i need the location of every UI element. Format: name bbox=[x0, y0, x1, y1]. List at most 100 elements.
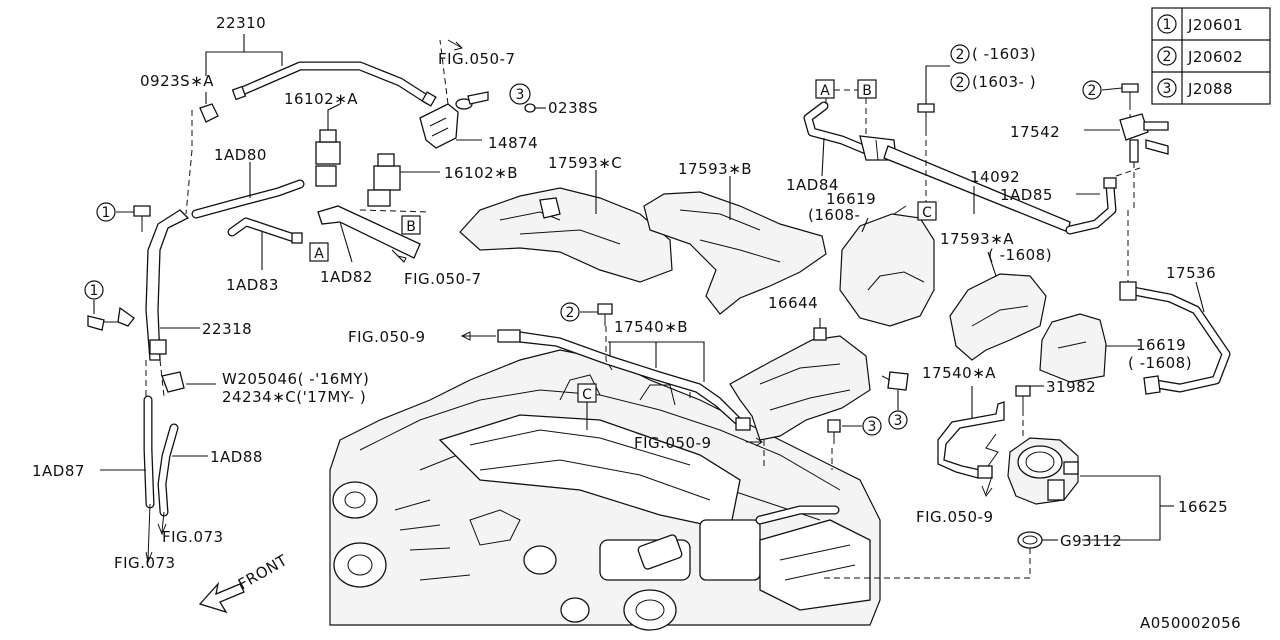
legend-code-2: J20602 bbox=[1187, 48, 1243, 66]
gasket-g93112 bbox=[820, 531, 1058, 579]
bolt-circle1-upper bbox=[96, 202, 151, 232]
label-24234-c: 24234∗C('17MY- ) bbox=[222, 388, 366, 406]
hose-1ad80 bbox=[191, 162, 305, 219]
label-fig050-7-top: FIG.050-7 bbox=[438, 50, 516, 68]
label-1ad84: 1AD84 bbox=[786, 176, 839, 194]
hose-1ad84 bbox=[803, 98, 897, 177]
label-14874: 14874 bbox=[488, 134, 538, 152]
clip-w205046 bbox=[161, 371, 216, 393]
label-fig050-9-right: FIG.050-9 bbox=[916, 508, 994, 526]
ref-box-c-center: C bbox=[582, 387, 592, 403]
label-22318: 22318 bbox=[202, 320, 252, 338]
ref-box-c-right: C bbox=[922, 205, 932, 221]
legend-code-1: J20601 bbox=[1187, 16, 1243, 34]
heat-shield-16644 bbox=[729, 318, 871, 470]
label-1608-b: ( -1608) bbox=[988, 246, 1052, 264]
bracket-14874 bbox=[419, 39, 546, 149]
label-16644: 16644 bbox=[768, 294, 818, 312]
hose-1ad82 bbox=[317, 205, 421, 263]
label-2-1603-plus: (1603- ) bbox=[972, 73, 1036, 91]
callout-2-b: 2 bbox=[956, 75, 965, 91]
label-17593-c: 17593∗C bbox=[548, 154, 622, 172]
clip-0923s bbox=[199, 92, 219, 123]
label-31982: 31982 bbox=[1046, 378, 1096, 396]
cover-16619-right bbox=[1039, 313, 1140, 383]
label-1ad87: 1AD87 bbox=[32, 462, 85, 480]
pipe-22318 bbox=[145, 110, 200, 397]
label-1ad88: 1AD88 bbox=[210, 448, 263, 466]
valve-16102b bbox=[359, 153, 440, 213]
callout-2-center: 2 bbox=[566, 305, 575, 321]
pipe-17536 bbox=[1119, 210, 1231, 395]
throttle-body-16625 bbox=[1007, 437, 1174, 541]
legend-code-3: J2088 bbox=[1187, 80, 1233, 98]
label-17536: 17536 bbox=[1166, 264, 1216, 282]
callout-2-a: 2 bbox=[956, 47, 965, 63]
callout-3-right: 3 bbox=[894, 413, 903, 429]
legend-num-2: 2 bbox=[1163, 49, 1172, 65]
label-2-minus-1603: ( -1603) bbox=[972, 45, 1036, 63]
label-0238s: 0238S bbox=[548, 99, 598, 117]
ref-box-a-right: A bbox=[820, 83, 830, 99]
label-fig050-7-lower: FIG.050-7 bbox=[404, 270, 482, 288]
cover-17593b bbox=[643, 176, 827, 315]
label-0923s-a: 0923S∗A bbox=[140, 72, 214, 90]
hose-1ad83 bbox=[227, 217, 303, 270]
label-14092: 14092 bbox=[970, 168, 1020, 186]
label-22310: 22310 bbox=[216, 14, 266, 32]
ref-box-b-left: B bbox=[406, 219, 416, 235]
label-16102-b: 16102∗B bbox=[444, 164, 518, 182]
label-16619-b: 16619 bbox=[1136, 336, 1186, 354]
bolt-31982 bbox=[1015, 385, 1044, 440]
bolt-circle3-center bbox=[827, 416, 882, 444]
label-1ad85: 1AD85 bbox=[1000, 186, 1053, 204]
label-1ad82: 1AD82 bbox=[320, 268, 373, 286]
callout-2-c: 2 bbox=[1088, 83, 1097, 99]
label-fig050-9-left: FIG.050-9 bbox=[348, 328, 426, 346]
bolt-circle1-lower bbox=[84, 280, 135, 331]
label-17593-b: 17593∗B bbox=[678, 160, 752, 178]
label-1608-c: ( -1608) bbox=[1128, 354, 1192, 372]
label-17540-b: 17540∗B bbox=[614, 318, 688, 336]
hose-1ad88 bbox=[157, 423, 208, 536]
front-arrow-icon bbox=[198, 581, 245, 614]
label-1ad80: 1AD80 bbox=[214, 146, 267, 164]
cover-16619-left bbox=[839, 213, 935, 327]
callout-3-center: 3 bbox=[868, 419, 877, 435]
label-16102-a: 16102∗A bbox=[284, 90, 358, 108]
label-g93112: G93112 bbox=[1060, 532, 1122, 550]
cover-17593c bbox=[459, 170, 673, 283]
label-fig073-upper: FIG.073 bbox=[162, 528, 224, 546]
hose-22310 bbox=[205, 34, 437, 107]
label-17593-a: 17593∗A bbox=[940, 230, 1014, 248]
label-16619-a: 16619 bbox=[826, 190, 876, 208]
legend-num-1: 1 bbox=[1163, 17, 1172, 33]
pipe-17540b bbox=[460, 302, 751, 431]
ref-box-a: A bbox=[314, 246, 324, 262]
label-16625: 16625 bbox=[1178, 498, 1228, 516]
diagram-code: A050002056 bbox=[1140, 614, 1241, 632]
label-fig050-9-center: FIG.050-9 bbox=[634, 434, 712, 452]
valve-17542 bbox=[1084, 113, 1169, 210]
hose-1ad85 bbox=[1065, 177, 1117, 235]
label-17542: 17542 bbox=[1010, 123, 1060, 141]
bolt-circle2-right bbox=[1082, 80, 1139, 120]
engine-block-illustration bbox=[329, 349, 881, 631]
callout-1-lower: 1 bbox=[90, 283, 99, 299]
label-1608-a: (1608- bbox=[808, 206, 860, 224]
label-1ad83: 1AD83 bbox=[226, 276, 279, 294]
legend-num-3: 3 bbox=[1163, 81, 1172, 97]
cover-17593a bbox=[949, 251, 1047, 361]
hose-1ad87 bbox=[100, 395, 155, 564]
callout-1-upper: 1 bbox=[102, 205, 111, 221]
label-fig073-lower: FIG.073 bbox=[114, 554, 176, 572]
label-w205046: W205046( -'16MY) bbox=[222, 370, 369, 388]
callout-3-top: 3 bbox=[516, 87, 525, 103]
label-front: FRONT bbox=[235, 551, 291, 594]
legend-table: 1 2 3 J20601 J20602 J2088 bbox=[1151, 7, 1271, 105]
valve-16102a bbox=[315, 103, 341, 187]
ref-box-b-right: B bbox=[862, 83, 872, 99]
pipe-17540a bbox=[937, 386, 1005, 479]
